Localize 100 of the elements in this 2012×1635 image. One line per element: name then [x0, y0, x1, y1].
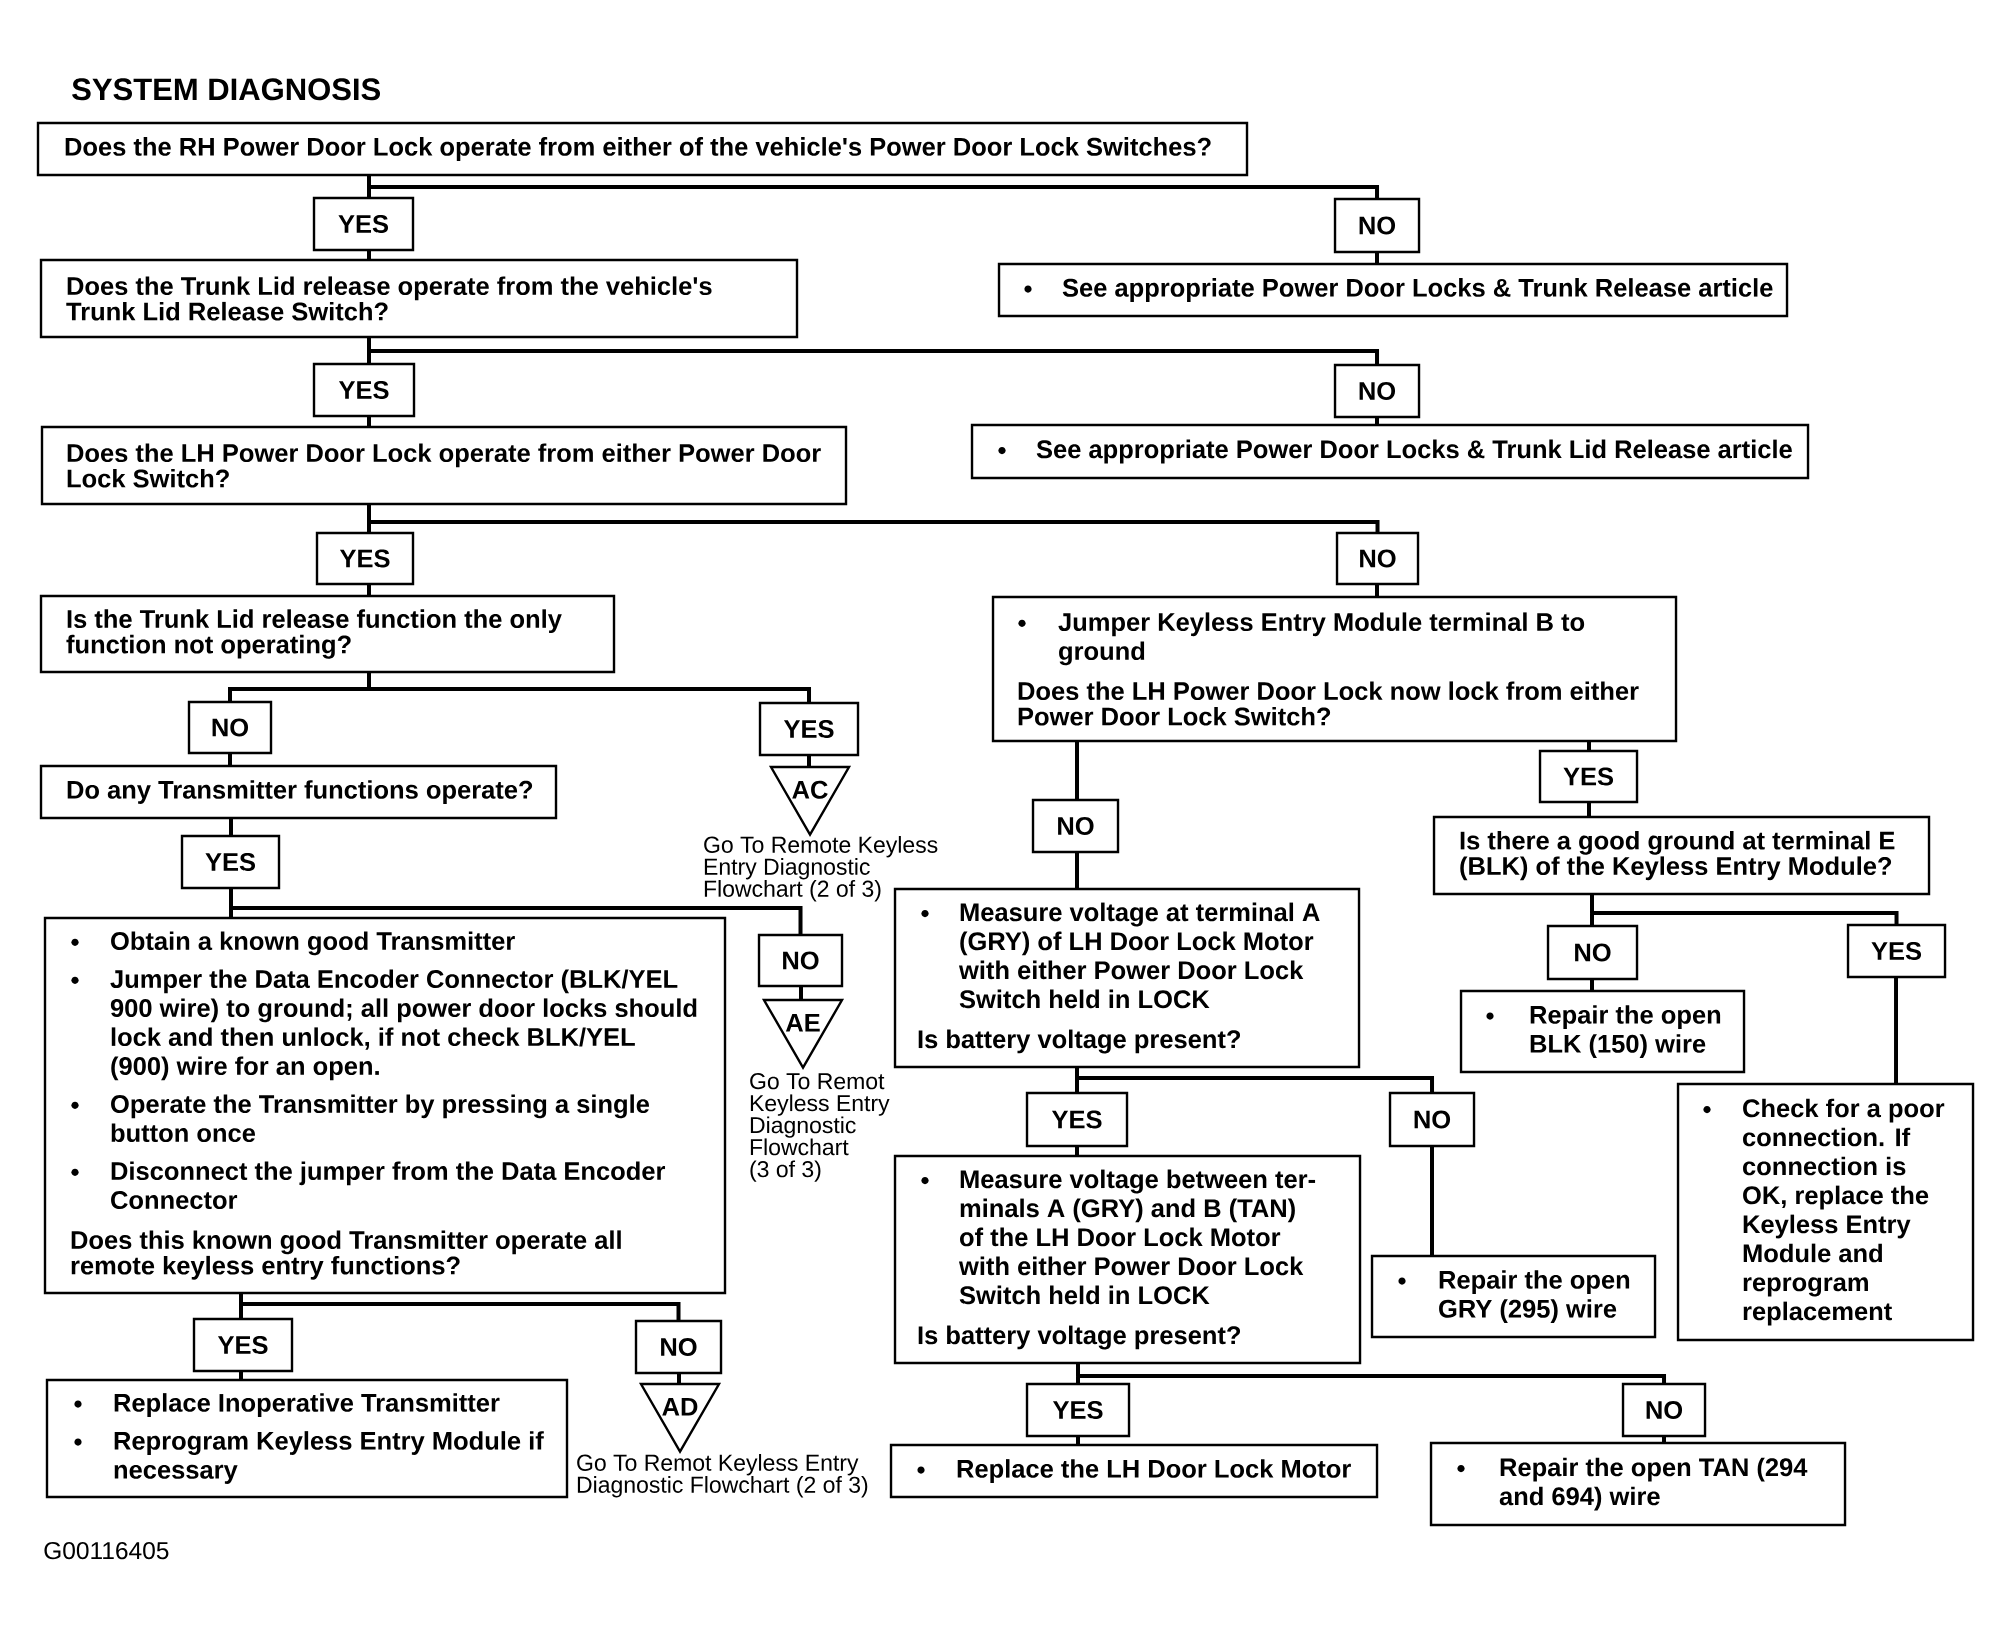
- connector-line: [1075, 852, 1079, 889]
- connector-line: [1077, 1076, 1434, 1093]
- figure-id: G00116405: [44, 1541, 169, 1560]
- connector-line: [229, 908, 233, 918]
- connector-line: [367, 504, 371, 522]
- connector-line: [369, 349, 1379, 365]
- branch-box: YES: [312, 196, 415, 252]
- list-item: Replace Inoperative Transmitter: [114, 1393, 500, 1417]
- list-item: Measure voltage at terminal A (GRY) of LH Door Lock Motor with either Power Door Lock Switch held in LOCK: [958, 902, 1320, 1009]
- list-item: Jumper the Data Encoder Connector (BLK/YEL 900 wire) to ground; all power door locks should lock and then unlock, if not check BLK/YEL (900) wire for an open.: [110, 969, 697, 1081]
- connector-line: [1076, 1376, 1080, 1384]
- connector-line: [367, 351, 371, 364]
- connector-line: [1076, 1363, 1080, 1376]
- list-item: Jumper Keyless Entry Module terminal B to ground: [1058, 612, 1585, 666]
- branch-box: YES: [758, 701, 860, 757]
- branch-box: NO: [1333, 363, 1421, 419]
- connector-line: [1590, 979, 1594, 991]
- reference-note: Go To Remot Keyless Entry Diagnostic Flowchart (2 of 3): [577, 1454, 868, 1498]
- connector-line: [1075, 741, 1079, 800]
- connector-line: [799, 986, 803, 1000]
- action-box: Repair the open GRY (295) wire: [1370, 1254, 1657, 1339]
- branch-box: YES: [312, 362, 416, 418]
- connector-line: [1075, 1067, 1079, 1078]
- connector-line: [367, 522, 371, 533]
- question-box: Is there a good ground at terminal E (BLK) of the Keyless Entry Module?: [1432, 815, 1931, 896]
- step-box: [893, 1154, 1362, 1365]
- action-box: Check for a poor connection. If connection is OK, replace the Keyless Entry Module and reprogram replacement: [1676, 1082, 1975, 1342]
- connector-line: [367, 672, 371, 689]
- branch-box: NO: [634, 1319, 723, 1375]
- step-box: [43, 916, 727, 1295]
- connector-line: [231, 906, 803, 935]
- connector-line: [1375, 417, 1379, 425]
- connector-line: [369, 687, 811, 703]
- action-box: See appropriate Power Door Locks & Trunk Lid Release article: [970, 423, 1810, 480]
- connector-line: [367, 187, 371, 198]
- connector-line: [239, 1293, 243, 1304]
- branch-box: NO: [187, 700, 273, 755]
- connector-line: [367, 175, 371, 187]
- title: SYSTEM DIAGNOSIS: [72, 78, 380, 101]
- question-box: Does the LH Power Door Lock operate from either Power Door Lock Switch?: [40, 425, 848, 506]
- list-item: Obtain a known good Transmitter: [111, 931, 515, 956]
- branch-box: NO: [1335, 531, 1420, 586]
- action-box: Replace the LH Door Lock Motor: [889, 1443, 1379, 1499]
- action-box: Repair the open BLK (150) wire: [1459, 989, 1746, 1074]
- question-box: Does the RH Power Door Lock operate from either of the vehicle's Power Door Lock Switches?: [36, 121, 1249, 177]
- branch-box: NO: [1388, 1091, 1476, 1148]
- step-box: [893, 887, 1361, 1069]
- question-box: Does the Trunk Lid release operate from the vehicle's Trunk Lid Release Switch?: [39, 258, 799, 339]
- connector-line: [367, 250, 371, 260]
- branch-box: YES: [1025, 1091, 1129, 1148]
- list-item: Reprogram Keyless Entry Module if necessary: [114, 1431, 544, 1484]
- connector-line: [369, 520, 1380, 533]
- connector-line: [1075, 1078, 1079, 1093]
- connector-line: [1894, 977, 1899, 1084]
- question-text: Does the LH Power Door Lock now lock from either Power Door Lock Switch?: [1018, 681, 1639, 726]
- branch-box: NO: [1621, 1382, 1707, 1438]
- question-text: Is battery voltage present?: [918, 1325, 1241, 1350]
- connector-line: [369, 185, 1379, 199]
- connector-line: [807, 755, 811, 767]
- connector-line: [239, 1371, 243, 1380]
- connector-line: [1078, 1374, 1666, 1384]
- list-item: Operate the Transmitter by pressing a single button once: [111, 1094, 649, 1143]
- connector-line: [228, 687, 369, 702]
- step-box: [991, 595, 1678, 743]
- connector-line: [1375, 584, 1379, 597]
- question-text: Does this known good Transmitter operate all remote keyless entry functions?: [71, 1230, 621, 1280]
- branch-box: NO: [1333, 197, 1421, 254]
- branch-box: YES: [1846, 923, 1947, 979]
- branch-box: NO: [1031, 798, 1120, 854]
- connector-line: [1076, 1436, 1080, 1445]
- connector-line: [1590, 894, 1594, 913]
- connector-line: [239, 1304, 243, 1319]
- connector-line: [229, 818, 233, 836]
- question-box: Is the Trunk Lid release function the only function not operating?: [39, 594, 616, 674]
- branch-box: YES: [1538, 749, 1639, 804]
- action-box: Repair the open TAN (294 and 694) wire: [1429, 1441, 1847, 1527]
- connector-line: [677, 1373, 681, 1384]
- connector-line: [1587, 741, 1591, 751]
- connector-line: [367, 337, 371, 351]
- connector-line: [367, 584, 371, 596]
- connector-line: [1662, 1436, 1666, 1443]
- connector-line: [229, 888, 233, 908]
- connector-line: [1587, 802, 1591, 817]
- list-item: Measure voltage between ter-minals A (GRY) and B (TAN) of the LH Door Lock Motor with either Power Door Lock Switch held in LOCK: [958, 1169, 1316, 1305]
- branch-box: YES: [1025, 1382, 1131, 1438]
- connector-line: [1430, 1146, 1434, 1256]
- connector-line: [228, 753, 232, 766]
- question-text: Is battery voltage present?: [918, 1029, 1241, 1054]
- connector-line: [1590, 913, 1594, 926]
- branch-box: YES: [192, 1317, 294, 1373]
- question-box: Do any Transmitter functions operate?: [39, 764, 558, 820]
- connector-line: [367, 416, 371, 427]
- reference-note: Go To Remote Keyless Entry Diagnostic Flowchart (2 of 3): [704, 836, 938, 902]
- connector-line: [1592, 911, 1899, 925]
- list-item: Disconnect the jumper from the Data Encoder Connector: [111, 1161, 666, 1210]
- action-box: See appropriate Power Door Locks & Trunk Release article: [997, 262, 1789, 318]
- branch-box: NO: [757, 933, 844, 988]
- reference-note: Go To Remot Keyless Entry Diagnostic Flowchart (3 of 3): [750, 1073, 890, 1182]
- connector-line: [1075, 1146, 1079, 1156]
- branch-box: NO: [1546, 924, 1639, 981]
